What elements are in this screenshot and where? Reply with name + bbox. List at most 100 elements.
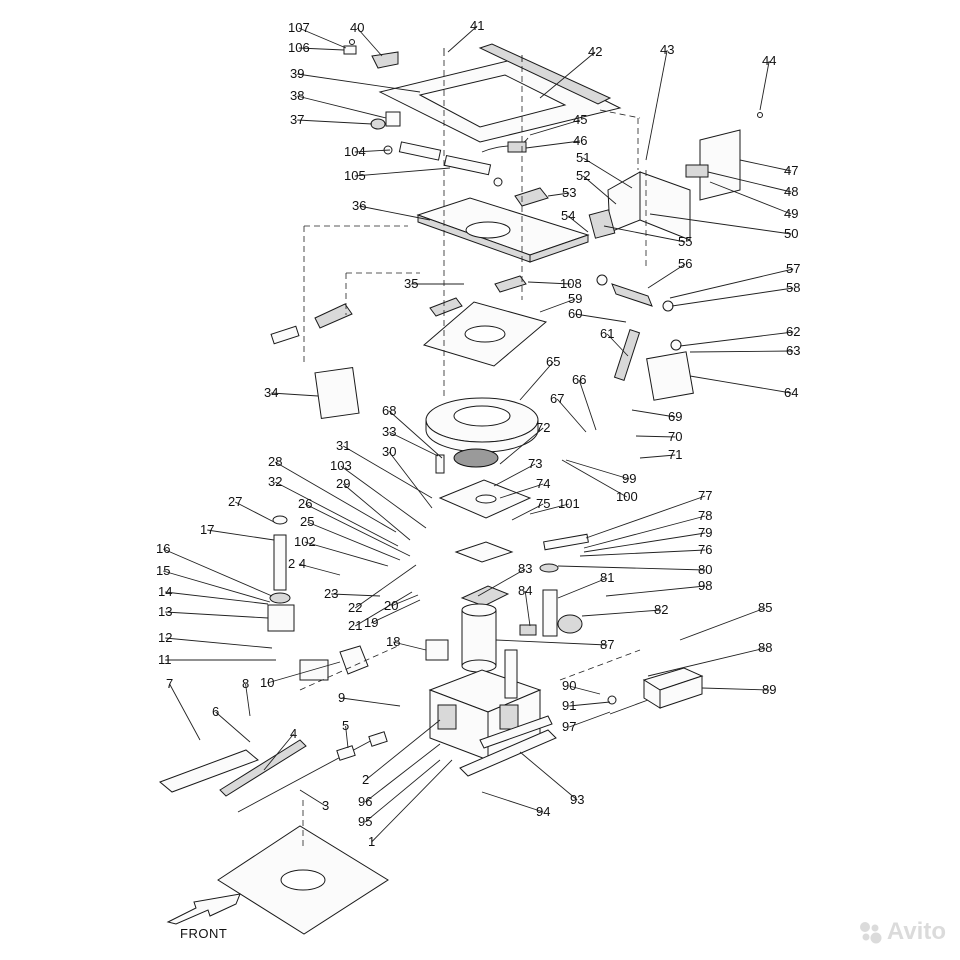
part-label: 41 xyxy=(470,18,484,33)
leader-line xyxy=(647,647,766,677)
part-label: 89 xyxy=(762,682,776,697)
part-label: 53 xyxy=(562,185,576,200)
part-label: 83 xyxy=(518,561,532,576)
hinge-56 xyxy=(611,283,653,307)
pin-left xyxy=(270,325,300,345)
cam-68 xyxy=(453,448,499,468)
part-label: 52 xyxy=(576,168,590,183)
leader-line xyxy=(567,215,589,233)
leader-line xyxy=(525,140,581,149)
solenoid-81 xyxy=(542,589,558,637)
leader-line xyxy=(639,454,676,459)
part-label: 44 xyxy=(762,53,776,68)
leader-line xyxy=(169,683,201,741)
right-hinge-group xyxy=(596,274,694,401)
part-label: 81 xyxy=(600,570,614,585)
part-label: 51 xyxy=(576,150,590,165)
block-13 xyxy=(267,604,295,632)
part-label: 96 xyxy=(358,794,372,809)
part-label: 102 xyxy=(294,534,316,549)
leader-line xyxy=(527,281,571,285)
leader-line xyxy=(547,192,570,197)
part-label: 47 xyxy=(784,163,798,178)
leader-line xyxy=(354,591,413,627)
part-label: 21 xyxy=(348,618,362,633)
leader-lines xyxy=(163,25,794,843)
part-44 xyxy=(757,112,763,118)
part-label: 88 xyxy=(758,640,772,655)
leader-line xyxy=(297,73,421,93)
part-label: 40 xyxy=(350,20,364,35)
leader-line xyxy=(297,95,387,119)
part-label: 57 xyxy=(786,261,800,276)
leader-line xyxy=(569,701,611,707)
part-label: 30 xyxy=(382,444,396,459)
leader-line xyxy=(354,167,451,177)
part-label: 48 xyxy=(784,184,798,199)
left-column-group xyxy=(267,515,369,681)
leader-line xyxy=(583,532,706,553)
leader-line xyxy=(207,529,275,541)
part-label: 13 xyxy=(158,604,172,619)
leader-line xyxy=(274,461,397,533)
spacer-33 xyxy=(435,454,445,474)
leader-line xyxy=(447,25,478,53)
part-label: 29 xyxy=(336,476,350,491)
leader-line xyxy=(371,599,421,624)
part-label: 74 xyxy=(536,476,550,491)
top-rod xyxy=(478,43,612,105)
part-label: 58 xyxy=(786,280,800,295)
part-label: 46 xyxy=(573,133,587,148)
leader-line xyxy=(606,333,629,357)
part-9-holder xyxy=(299,659,329,681)
rail-93-upper xyxy=(479,715,553,749)
part-label: 62 xyxy=(786,324,800,339)
part-27 xyxy=(272,515,288,525)
leader-line xyxy=(585,495,706,539)
part-57 xyxy=(596,274,608,286)
leader-line xyxy=(689,375,792,394)
leader-line xyxy=(481,791,544,813)
motor-87-body xyxy=(461,609,497,667)
part-96 xyxy=(499,704,519,730)
part-label: 38 xyxy=(290,88,304,103)
leader-line xyxy=(647,263,686,289)
part-label: 105 xyxy=(344,168,366,183)
rod-97 xyxy=(609,699,649,715)
leader-line xyxy=(583,515,706,549)
mid-plate-hole xyxy=(465,221,511,239)
part-label: 75 xyxy=(536,496,550,511)
part-label: 87 xyxy=(600,637,614,652)
leader-line xyxy=(354,149,391,153)
leader-line xyxy=(389,431,439,457)
motor-87-top xyxy=(461,603,497,617)
part-label: 32 xyxy=(268,474,282,489)
device-89-side xyxy=(659,675,703,709)
part-53 xyxy=(514,187,549,207)
part-label: 14 xyxy=(158,584,172,599)
leader-line xyxy=(603,225,686,243)
part-label: 10 xyxy=(260,675,274,690)
leader-line xyxy=(499,427,544,465)
leader-line xyxy=(354,564,417,609)
part-label: 70 xyxy=(668,429,682,444)
leader-line xyxy=(565,459,630,480)
rail-93 xyxy=(459,729,557,777)
plate-74-hole xyxy=(475,494,497,504)
mid-plate-group xyxy=(416,197,590,263)
leader-line xyxy=(519,361,554,401)
part-label: 93 xyxy=(570,792,584,807)
leader-line xyxy=(165,637,273,649)
leader-line xyxy=(561,459,628,498)
bracket-51 xyxy=(607,171,641,233)
leader-line xyxy=(569,711,611,728)
part-label: 95 xyxy=(358,814,372,829)
leader-line xyxy=(701,687,770,691)
block-10 xyxy=(339,645,369,675)
leader-line xyxy=(298,47,345,51)
front-arrow-icon xyxy=(166,893,241,925)
part-label: 1 xyxy=(368,834,375,849)
part-label: 60 xyxy=(568,306,582,321)
